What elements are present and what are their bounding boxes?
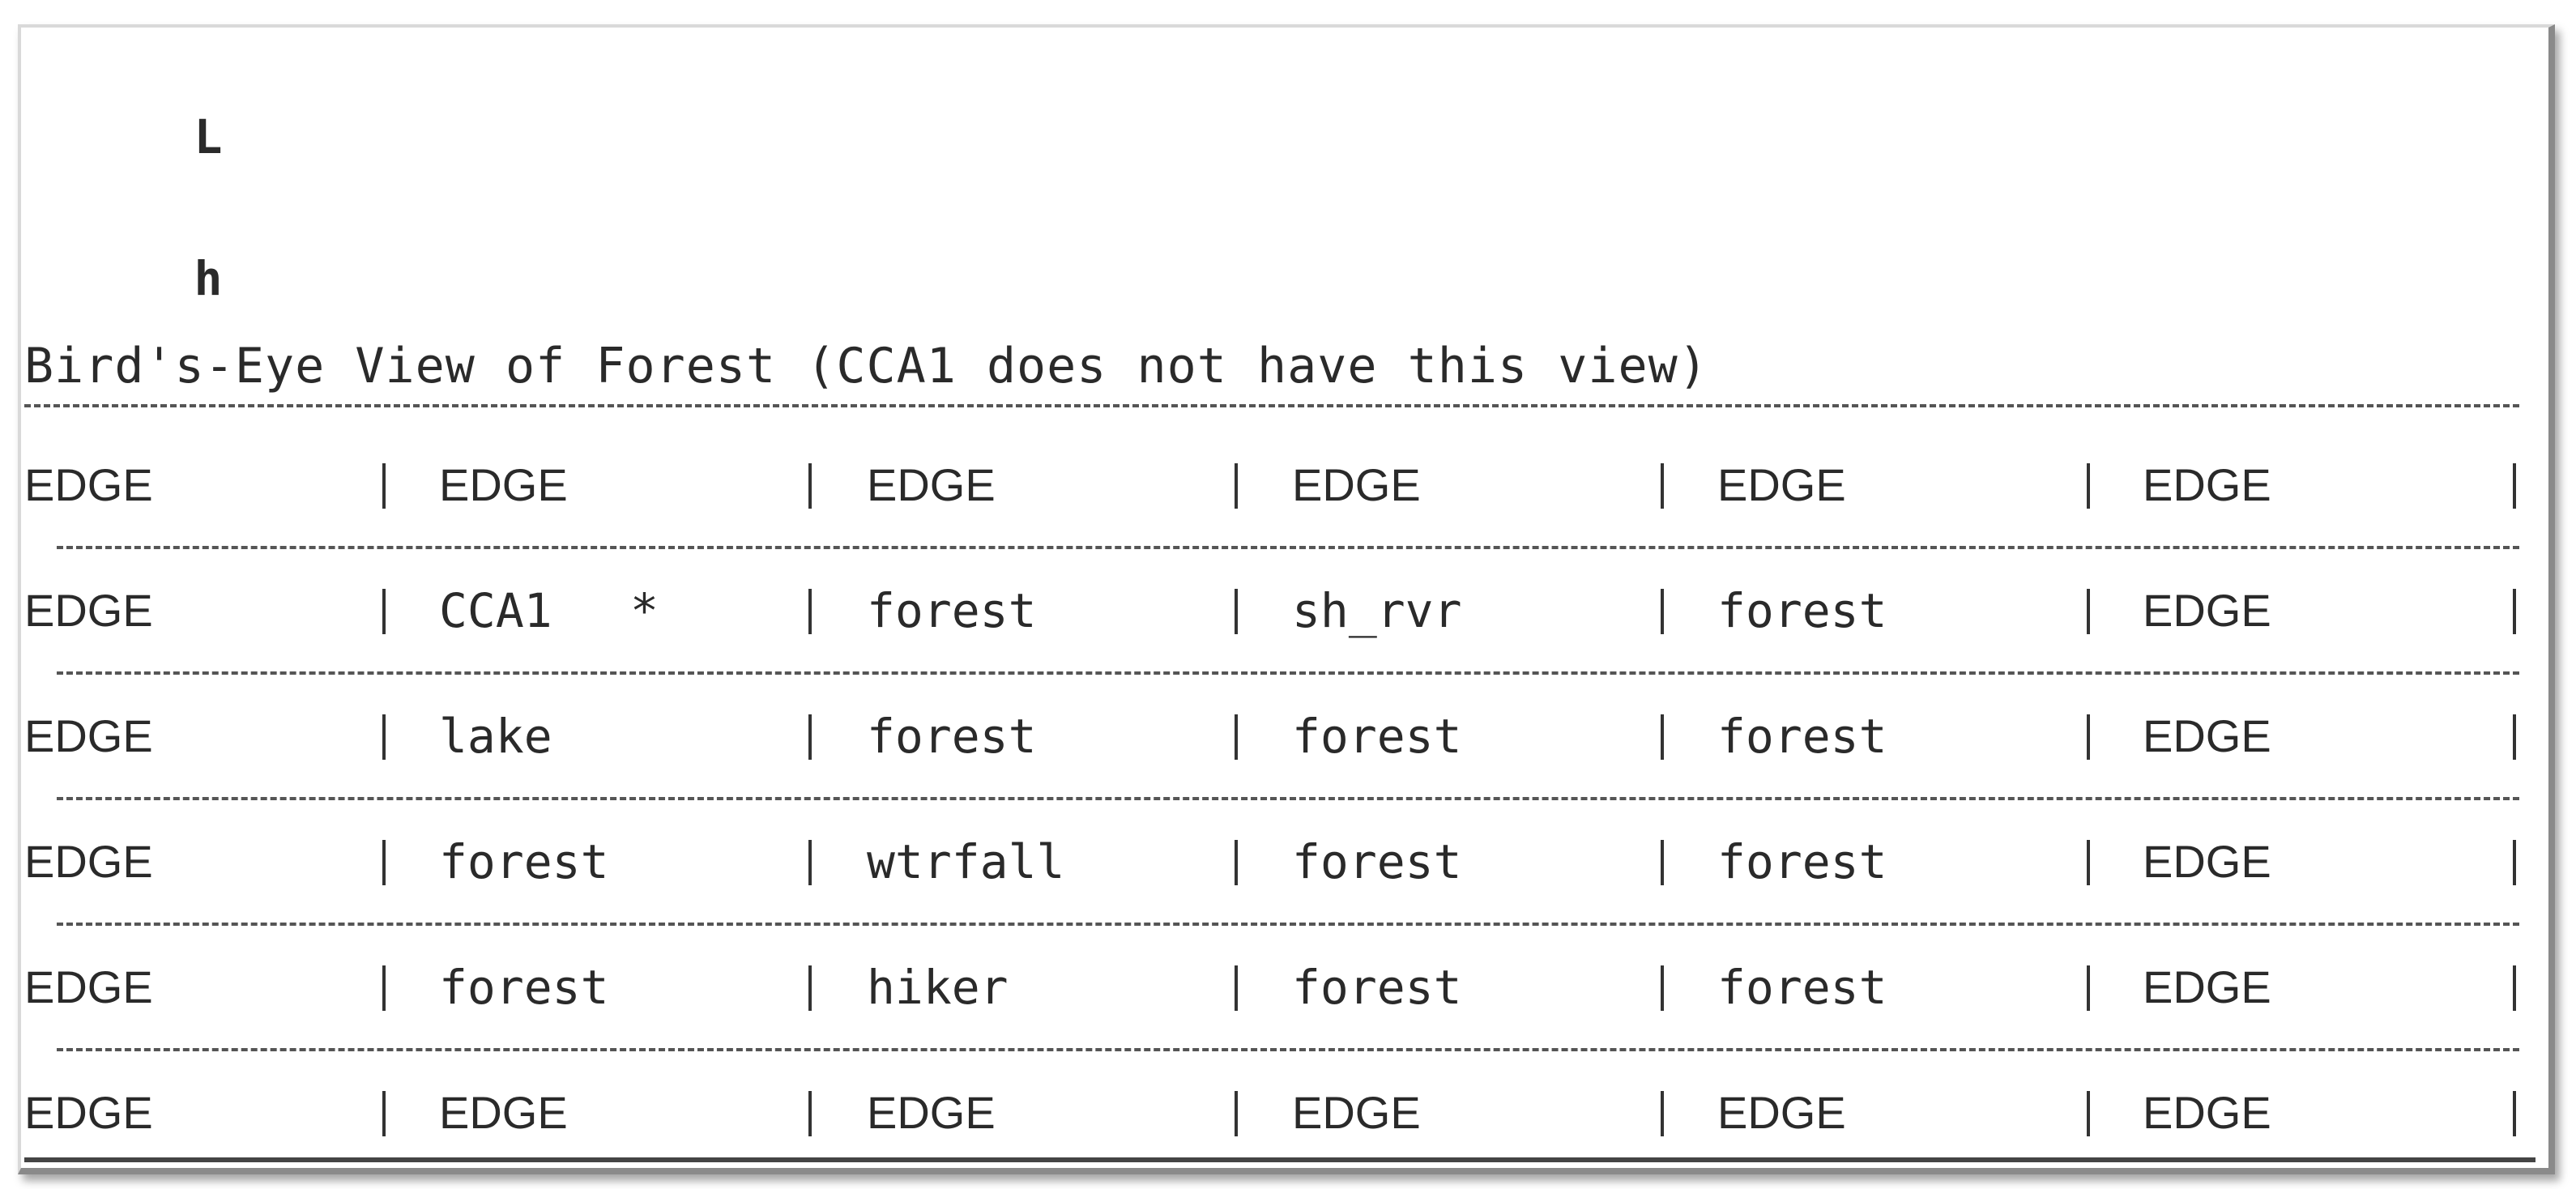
column-separator [1661,714,1664,760]
grid-cell: EDGE [2143,585,2271,636]
grid-cell: EDGE [24,585,153,636]
column-separator [2513,714,2516,760]
view-title: Bird's-Eye View of Forest (CCA1 does not… [24,338,1708,394]
grid-cell: forest [1717,834,1887,889]
column-separator [2513,589,2516,634]
grid-row: EDGE forest wtrfall forest forest EDGE [24,825,2535,898]
column-separator [1235,714,1238,760]
grid-cell: EDGE [1292,1087,1421,1138]
column-separator [2513,463,2516,509]
grid-cell: forest [1292,709,1462,764]
agent-marker: * [630,583,659,638]
grid-cell: EDGE [24,836,153,887]
column-separator [2087,463,2090,509]
row-divider [57,671,2519,675]
column-separator [1661,1091,1664,1136]
column-separator [1661,589,1664,634]
column-separator [2513,965,2516,1011]
grid-cell: forest [1717,709,1887,764]
column-separator [808,589,812,634]
column-separator [2513,840,2516,885]
grid-row: EDGE lake forest forest forest EDGE [24,700,2535,773]
column-separator [1235,589,1238,634]
grid-cell: EDGE [1717,1087,1846,1138]
line-prefix-2: h [194,251,223,306]
grid-cell: EDGE [2143,836,2271,887]
grid-cell: forest [867,709,1037,764]
column-separator [382,714,386,760]
grid-cell: lake [439,709,552,764]
row-divider [57,797,2519,800]
column-separator [382,965,386,1011]
grid-cell: EDGE [2143,1087,2271,1138]
column-separator [1661,840,1664,885]
grid-cell: forest [1717,583,1887,638]
column-separator [382,589,386,634]
grid-row: EDGE EDGE EDGE EDGE EDGE EDGE [24,449,2535,522]
column-separator [1235,1091,1238,1136]
grid-cell: EDGE [867,1087,996,1138]
grid-row: EDGE CCA1 forest sh_rvr forest EDGE * [24,574,2535,647]
grid-cell: sh_rvr [1292,583,1462,638]
grid-cell: forest [1717,960,1887,1015]
line-prefix-1: L [194,109,223,164]
column-separator [808,965,812,1011]
column-separator [2513,1091,2516,1136]
row-divider [57,1048,2519,1051]
grid-row: EDGE forest hiker forest forest EDGE [24,951,2535,1024]
grid-row: EDGE EDGE EDGE EDGE EDGE EDGE [24,1076,2535,1149]
grid-cell: forest [1292,834,1462,889]
column-separator [2087,1091,2090,1136]
grid-cell: EDGE [1292,459,1421,510]
grid-cell: EDGE [24,961,153,1012]
column-separator [808,714,812,760]
grid-cell: forest [1292,960,1462,1015]
column-separator [2087,714,2090,760]
console-output: L h Bird's-Eye View of Forest (CCA1 does… [24,28,2548,1168]
grid-cell: EDGE [439,459,568,510]
bottom-border [24,1157,2535,1162]
column-separator [1235,840,1238,885]
redacted-region [57,52,786,109]
grid-cell: EDGE [24,459,153,510]
row-divider [57,923,2519,926]
grid-cell: forest [867,583,1037,638]
redacted-region [52,194,246,250]
column-separator [2087,589,2090,634]
row-divider [24,404,2519,407]
grid-cell: EDGE [867,459,996,510]
grid-cell: EDGE [24,1087,153,1138]
grid-cell: EDGE [2143,710,2271,761]
grid-cell: forest [439,834,609,889]
grid-cell: EDGE [24,710,153,761]
column-separator [382,1091,386,1136]
column-separator [808,1091,812,1136]
grid-cell: wtrfall [867,834,1065,889]
console-line-redacted-2: h [24,194,223,306]
grid-cell: EDGE [1717,459,1846,510]
console-window: L h Bird's-Eye View of Forest (CCA1 does… [18,24,2555,1174]
column-separator [1235,965,1238,1011]
column-separator [808,840,812,885]
grid-cell: EDGE [439,1087,568,1138]
column-separator [382,463,386,509]
console-line-redacted-1: L [24,52,223,164]
column-separator [1661,463,1664,509]
column-separator [1661,965,1664,1011]
column-separator [1235,463,1238,509]
column-separator [808,463,812,509]
grid-cell: forest [439,960,609,1015]
grid-cell: EDGE [2143,961,2271,1012]
grid-cell: EDGE [2143,459,2271,510]
grid-cell: hiker [867,960,1009,1015]
column-separator [2087,965,2090,1011]
row-divider [57,546,2519,549]
column-separator [2087,840,2090,885]
column-separator [382,840,386,885]
grid-cell: CCA1 [439,583,552,638]
